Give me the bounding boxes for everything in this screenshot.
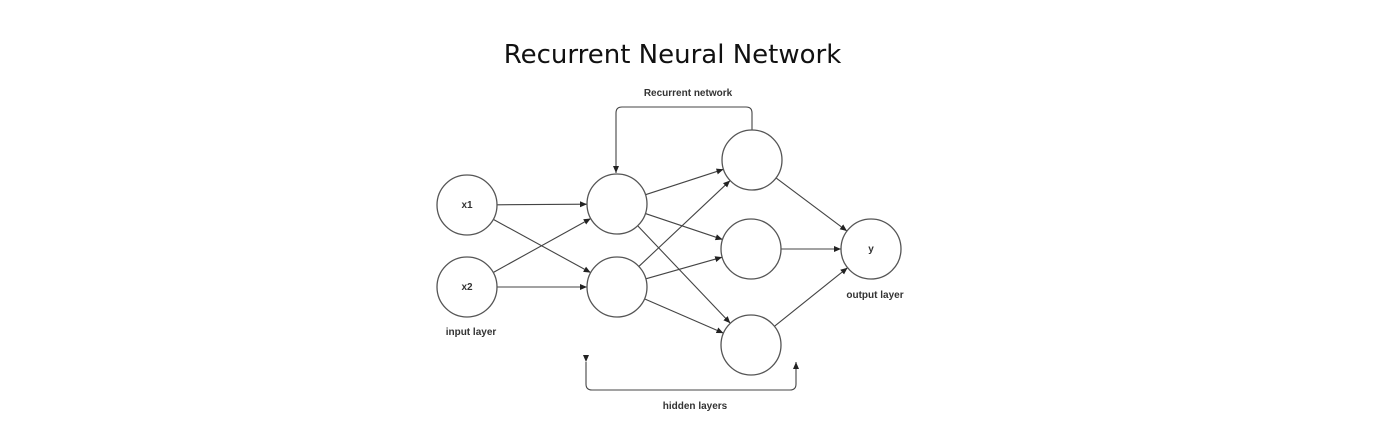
hidden-layers-label: hidden layers bbox=[663, 401, 728, 412]
node-h1b bbox=[586, 256, 648, 318]
recurrent-edge bbox=[613, 106, 753, 173]
edge-h1a-h2a bbox=[645, 168, 724, 196]
edge-h1a-h2c bbox=[637, 225, 731, 324]
node-h2b bbox=[720, 218, 782, 280]
edge-x2-h1a bbox=[492, 218, 592, 273]
input-layer-label: input layer bbox=[446, 327, 497, 338]
node-label-y: y bbox=[868, 244, 874, 255]
edge-h2c-y bbox=[774, 267, 848, 327]
edge-h1a-h2b bbox=[645, 213, 723, 241]
node-label-x1: x1 bbox=[461, 200, 473, 211]
edge-x1-h1a bbox=[496, 201, 588, 208]
node-label-x2: x2 bbox=[461, 282, 473, 293]
node-x2 bbox=[436, 256, 498, 318]
node-x1 bbox=[436, 174, 498, 236]
node-h2c bbox=[720, 314, 782, 376]
recurrent-network-label: Recurrent network bbox=[644, 88, 733, 99]
edge-h1b-h2c bbox=[644, 298, 724, 334]
node-h2a bbox=[721, 129, 783, 191]
diagram-title: Recurrent Neural Network bbox=[503, 40, 842, 70]
node-y bbox=[840, 218, 902, 280]
node-h1a bbox=[586, 173, 648, 235]
edge-h1b-h2a bbox=[638, 180, 731, 267]
output-layer-label: output layer bbox=[846, 290, 903, 301]
edge-h2a-y bbox=[775, 177, 848, 232]
edge-h1b-h2b bbox=[645, 256, 723, 280]
hidden-layers-bracket bbox=[583, 355, 799, 391]
